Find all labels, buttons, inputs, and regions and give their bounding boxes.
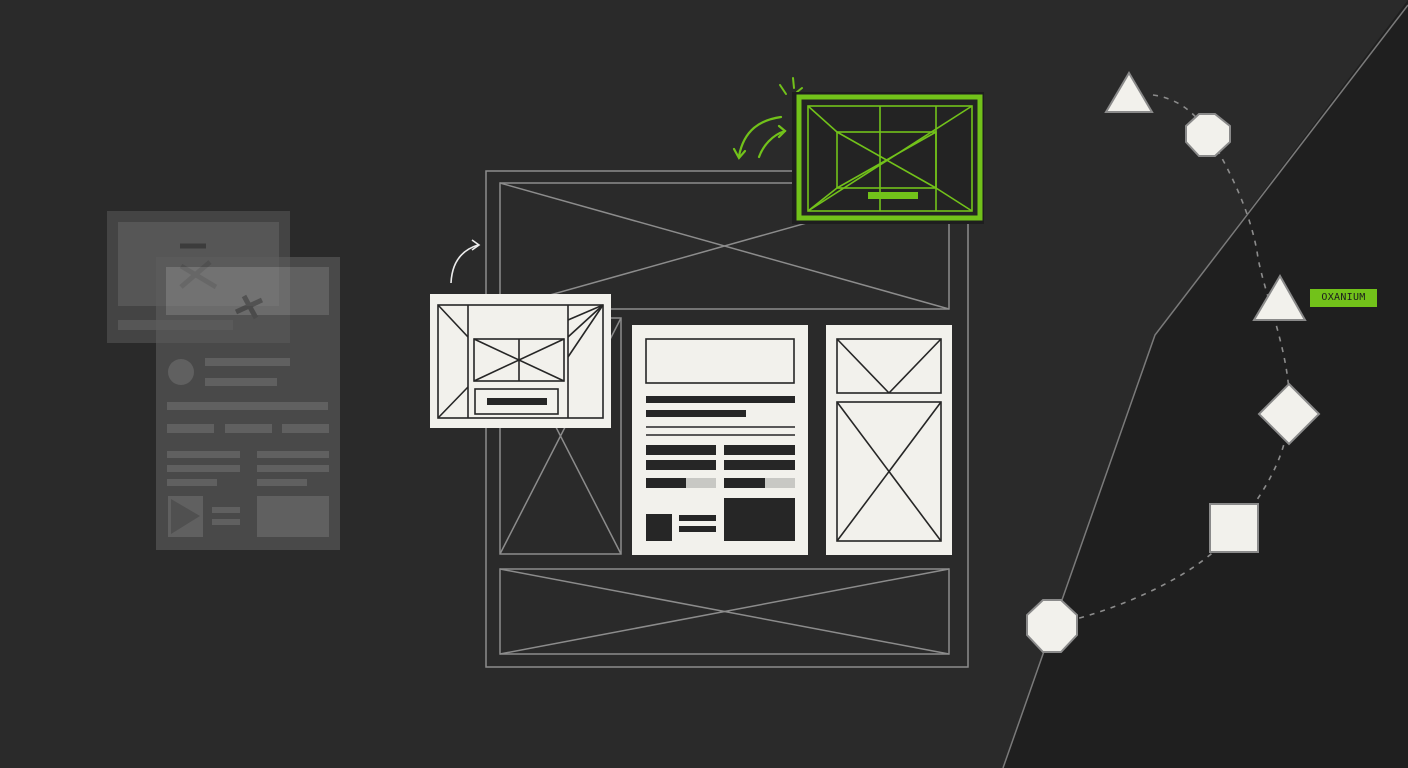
floating-card-left bbox=[430, 294, 611, 428]
right-dark-panel bbox=[1003, 0, 1408, 768]
move-arrow-icon bbox=[450, 239, 481, 284]
triangle-node-icon bbox=[1104, 71, 1154, 113]
content-card-middle bbox=[632, 325, 808, 555]
octagon-node-icon bbox=[1185, 113, 1231, 157]
ghost-layout-front bbox=[156, 257, 340, 550]
octagon-node-icon bbox=[1026, 599, 1078, 653]
ghost-tools-icon bbox=[234, 294, 264, 320]
header-image-placeholder bbox=[499, 182, 950, 310]
triangle-node-icon bbox=[1252, 274, 1307, 321]
wireframe-frame bbox=[485, 170, 969, 668]
footer-placeholder bbox=[499, 568, 950, 655]
content-card-right bbox=[826, 325, 952, 555]
diamond-node-icon bbox=[1257, 382, 1321, 446]
highlighted-image-placeholder-icon bbox=[792, 92, 984, 224]
square-node-icon bbox=[1209, 503, 1259, 553]
spark-icon bbox=[779, 77, 803, 95]
ghost-avatar bbox=[168, 359, 194, 385]
swap-arrows-icon bbox=[732, 115, 787, 160]
path-tag-label: OXANIUM bbox=[1310, 289, 1377, 307]
